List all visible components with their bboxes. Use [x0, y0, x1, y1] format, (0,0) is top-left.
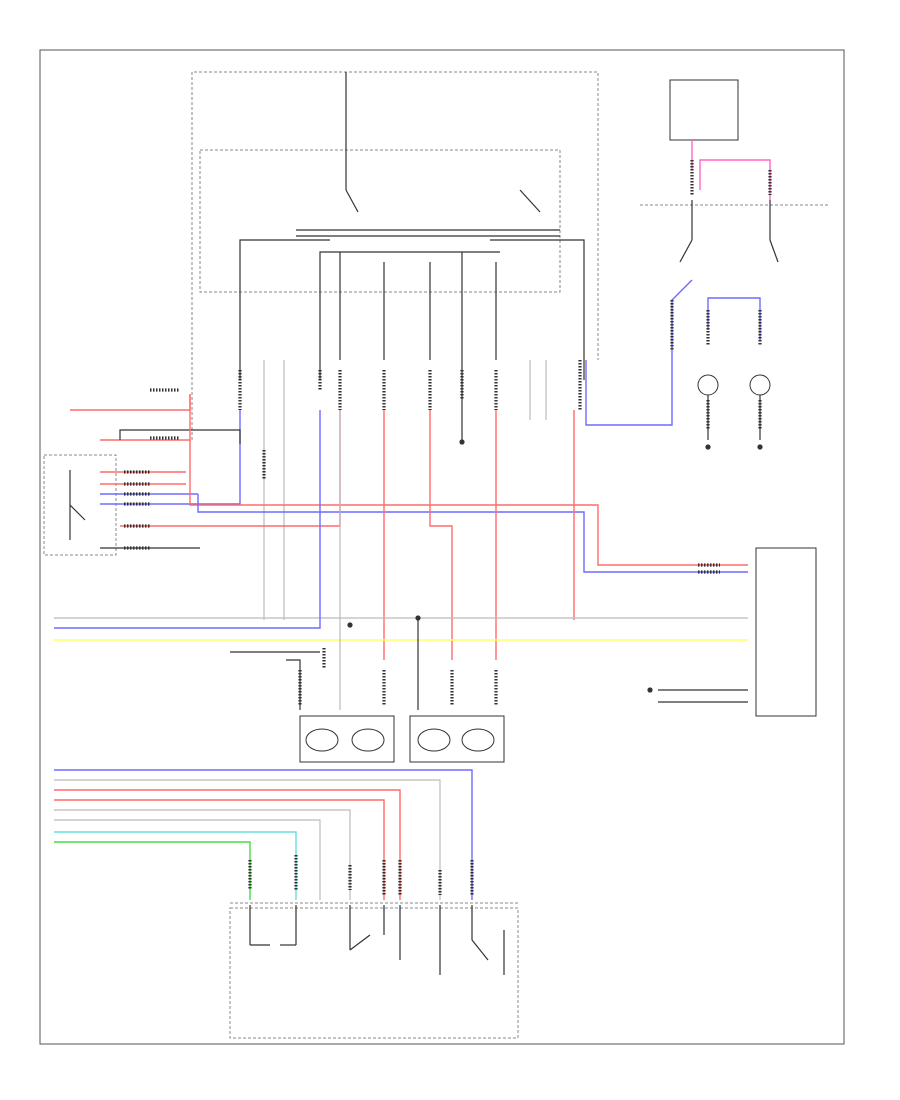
lamp-left — [697, 374, 719, 396]
cross-wires — [54, 394, 748, 710]
right-unit-box — [755, 547, 817, 717]
bottom-switch-box — [229, 907, 519, 1039]
right-lamp-circuit — [585, 79, 830, 450]
right-unit — [647, 547, 817, 717]
lamp-group-right — [409, 715, 505, 763]
lower-harness — [54, 769, 520, 904]
connectors-top — [238, 360, 582, 480]
top-right-box — [669, 79, 739, 141]
diagram-frame — [39, 49, 845, 1045]
top-section — [191, 71, 599, 620]
left-relay-box — [43, 454, 117, 556]
lamp-group-left — [299, 715, 395, 763]
lamp-groups — [230, 615, 505, 763]
lamp-right — [749, 374, 771, 396]
bottom-switch-assembly — [229, 905, 519, 1039]
